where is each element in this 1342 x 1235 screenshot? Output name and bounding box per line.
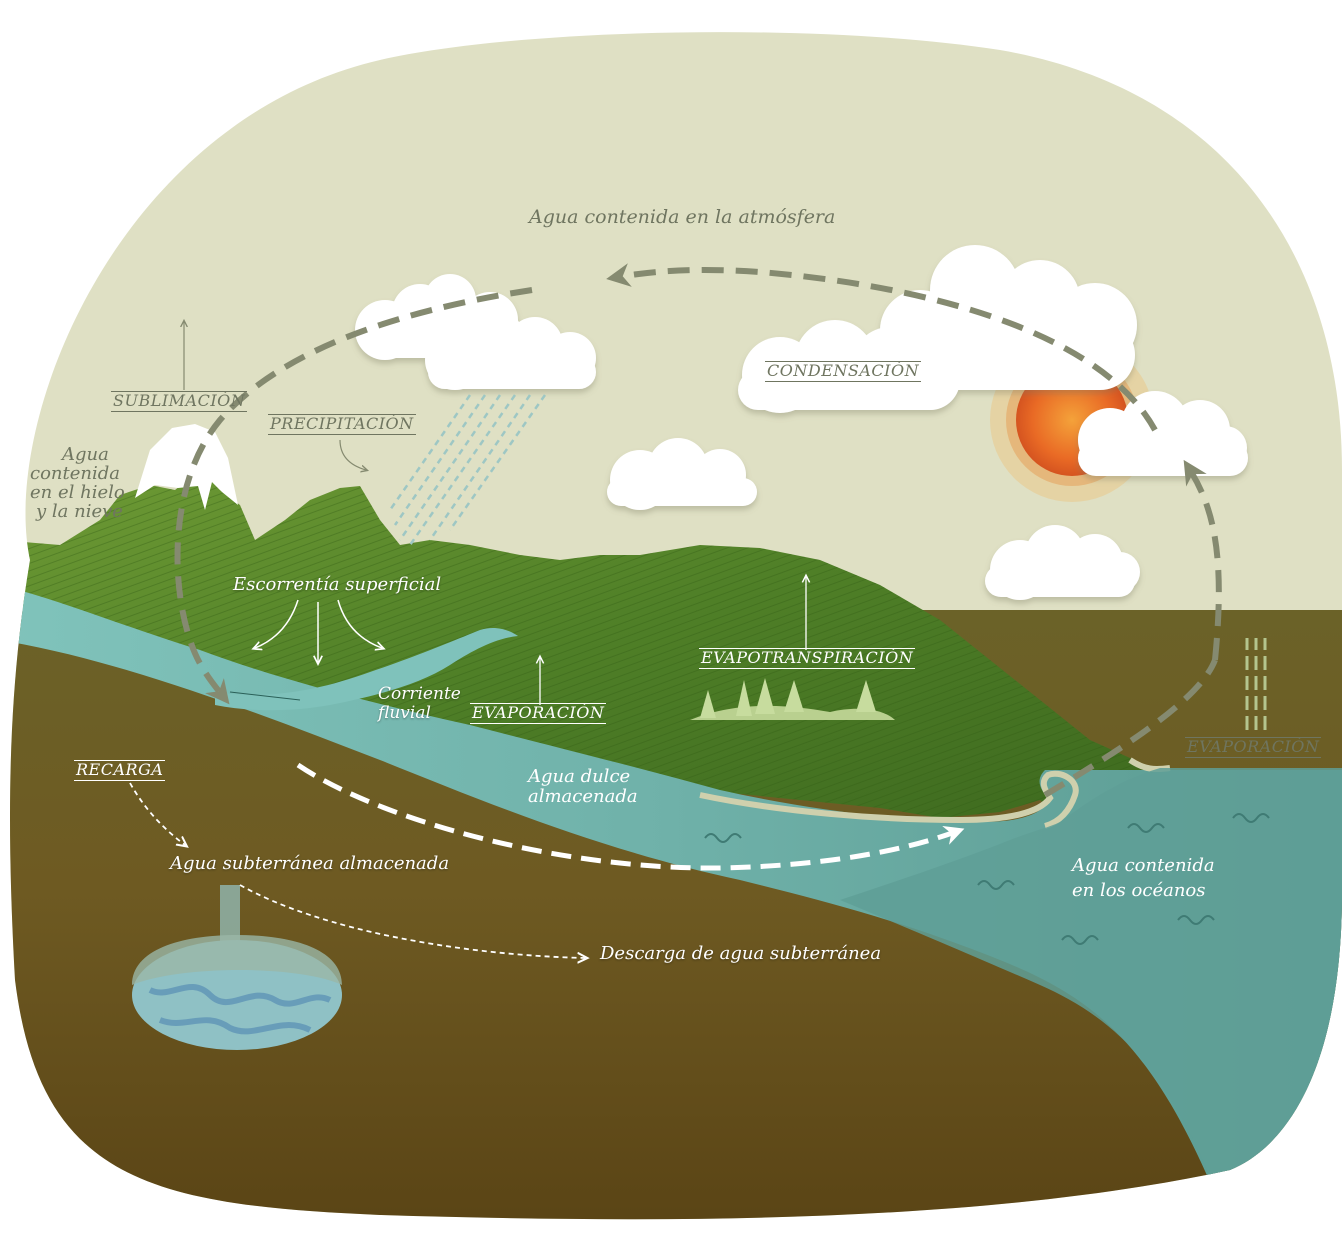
wave-icons bbox=[704, 813, 1270, 945]
cloud-middle bbox=[607, 438, 757, 510]
label-ice-snow-line2: contenida bbox=[30, 463, 120, 484]
runoff-arrow-right bbox=[337, 599, 382, 648]
label-runoff: Escorrentía superficial bbox=[233, 574, 442, 595]
cloud-upper-right bbox=[880, 245, 1137, 390]
precipitation-arrow bbox=[339, 439, 366, 470]
label-ice-snow-line3: en el hielo bbox=[30, 482, 125, 503]
river-pointer bbox=[229, 691, 301, 701]
aquifer bbox=[132, 885, 342, 1050]
cycle-arrow-left bbox=[174, 287, 533, 705]
label-freshwater-line1: Agua dulce bbox=[528, 766, 631, 787]
label-freshwater-line2: almacenada bbox=[528, 786, 638, 807]
runoff-arrow-left bbox=[255, 599, 299, 648]
label-groundwater-discharge: Descarga de agua subterránea bbox=[600, 943, 882, 964]
cloud-left-front bbox=[425, 310, 596, 390]
label-groundwater-stored: Agua subterránea almacenada bbox=[170, 853, 450, 874]
shoreline bbox=[699, 770, 1079, 829]
cycle-arrow-atmosphere bbox=[1183, 459, 1222, 661]
process-evaporation-land: EVAPORACIÓN bbox=[470, 703, 607, 724]
label-ice-snow-line4: y la nieve bbox=[36, 501, 123, 522]
river bbox=[215, 627, 518, 711]
ocean bbox=[840, 768, 1342, 1220]
label-ocean-line2: en los océanos bbox=[1072, 880, 1206, 901]
label-ice-snow-line1: Agua bbox=[62, 444, 109, 465]
evaporation-arrows-ocean bbox=[1245, 638, 1267, 730]
cloud-condensation bbox=[738, 320, 960, 413]
discharge-arrow bbox=[239, 884, 585, 958]
flow-arrow-lake-to-ocean bbox=[296, 762, 965, 871]
process-condensation: CONDENSACIÓN bbox=[765, 361, 922, 382]
snow-cap bbox=[135, 424, 238, 510]
cloud-lower-right bbox=[985, 525, 1140, 600]
label-river-line1: Corriente bbox=[378, 684, 461, 704]
label-ocean-line1: Agua contenida bbox=[1072, 855, 1215, 876]
clouds bbox=[355, 245, 1248, 600]
rain bbox=[388, 394, 547, 546]
cycle-arrow-top bbox=[606, 263, 1158, 432]
recharge-arrow bbox=[129, 782, 185, 845]
label-atmosphere: Agua contenida en la atmósfera bbox=[529, 206, 836, 228]
process-evaporation-ocean: EVAPORACIÓN bbox=[1185, 737, 1322, 758]
process-sublimation: SUBLIMACIÓN bbox=[111, 391, 248, 412]
process-recharge: RECARGA bbox=[74, 760, 166, 781]
process-precipitation: PRECIPITACIÓN bbox=[268, 414, 416, 435]
mountain-texture bbox=[10, 470, 1145, 818]
forest-icon bbox=[690, 678, 895, 720]
process-evapotranspiration: EVAPOTRANSPIRACIÓN bbox=[699, 648, 916, 669]
label-river-line2: fluvial bbox=[378, 703, 431, 723]
